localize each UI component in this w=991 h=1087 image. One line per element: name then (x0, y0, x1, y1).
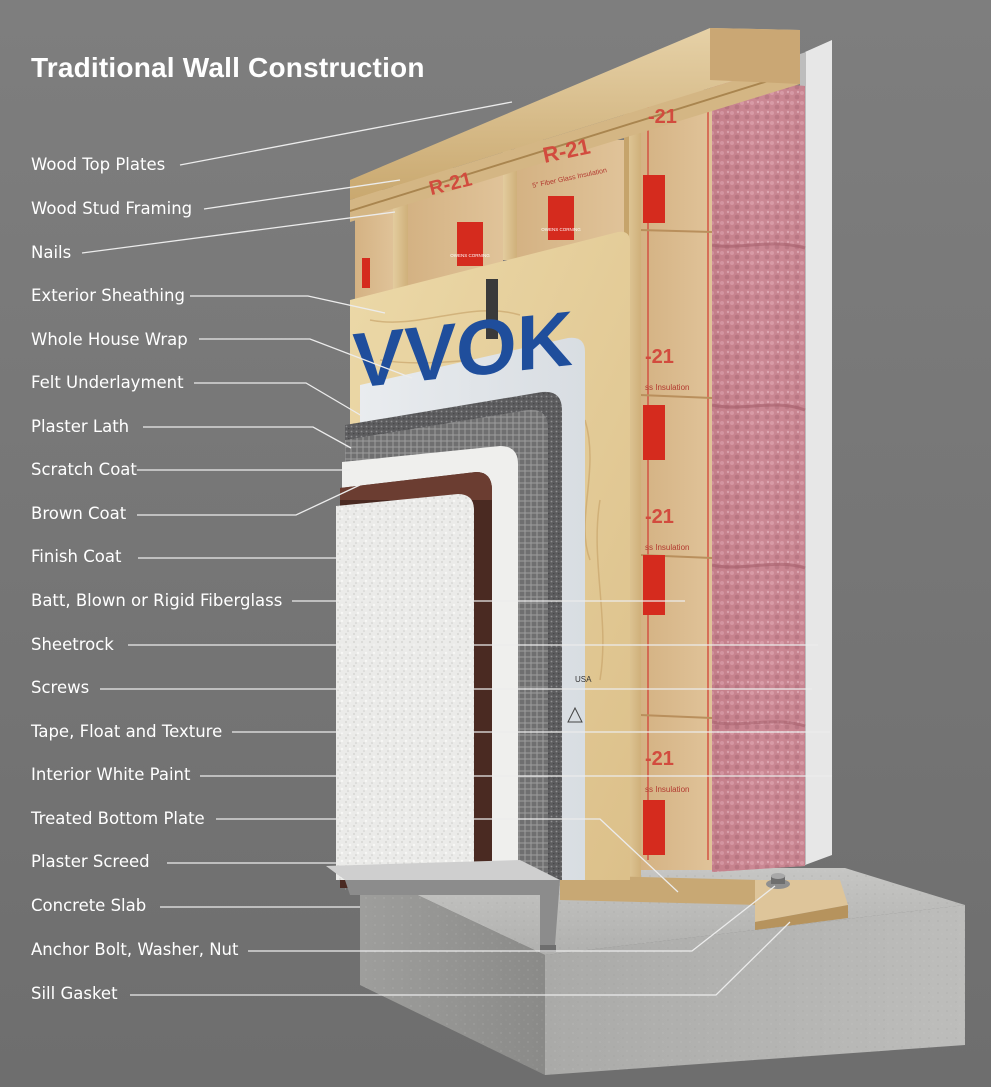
sheathing-stamp-text: USA (575, 675, 592, 684)
label-exterior-sheathing: Exterior Sheathing (31, 286, 185, 305)
owens-corning-logo (643, 175, 665, 223)
anchor-bolt (766, 873, 790, 889)
insulation-caption-text-1: ss Insulation (645, 383, 689, 392)
label-felt-underlayment: Felt Underlayment (31, 373, 184, 392)
sheathing-stamp-symbol (567, 706, 583, 723)
manufacturer-text: OWENS CORNING (541, 227, 581, 232)
label-fiberglass-insulation: Batt, Blown or Rigid Fiberglass (31, 591, 283, 610)
insulation-short-text-2: -21 (645, 346, 674, 368)
label-finish-coat: Finish Coat (31, 547, 122, 566)
leader-line-brown-coat (137, 484, 361, 516)
label-brown-coat: Brown Coat (31, 504, 127, 523)
label-concrete-slab: Concrete Slab (31, 896, 147, 915)
insulation-short-text-1: -21 (648, 106, 677, 128)
leader-lines (81, 101, 832, 996)
label-plaster-screed: Plaster Screed (31, 852, 150, 871)
leader-line-nails (81, 211, 396, 254)
manufacturer-logos: OWENS CORNING OWENS CORNING (362, 175, 665, 855)
insulation-caption-text-2: ss Insulation (645, 543, 689, 552)
label-interior-white-paint: Interior White Paint (31, 765, 191, 784)
insulation-printing: R-21 R-21 5" Fiber Glass Insulation -21 … (427, 106, 690, 794)
owens-corning-logo: OWENS CORNING (450, 222, 490, 266)
label-nails: Nails (31, 243, 72, 262)
label-plaster-lath: Plaster Lath (31, 417, 130, 436)
label-scratch-coat: Scratch Coat (31, 460, 137, 479)
wood-top-plates (350, 28, 800, 222)
plaster-screed (326, 860, 560, 952)
label-screws: Screws (31, 678, 90, 697)
label-tape-float-texture: Tape, Float and Texture (31, 722, 223, 741)
label-sill-gasket: Sill Gasket (31, 984, 118, 1003)
label-whole-house-wrap: Whole House Wrap (31, 330, 188, 349)
label-anchor-bolt-washer-nut: Anchor Bolt, Washer, Nut (31, 940, 239, 959)
leader-line-plaster-lath (143, 426, 352, 449)
leader-line-bottom-plate (216, 818, 679, 893)
label-wood-top-plates: Wood Top Plates (31, 155, 166, 174)
leader-line-top-plates (179, 101, 513, 166)
fiberglass-insulation-side (711, 78, 806, 872)
insulation-short-text-3: -21 (645, 506, 674, 528)
leader-line-sill-gasket (130, 921, 791, 996)
insulation-caption-text-3: ss Insulation (645, 785, 689, 794)
finish-coat (336, 494, 474, 880)
label-treated-bottom-plate: Treated Bottom Plate (31, 809, 205, 828)
diagram-title: Traditional Wall Construction (31, 52, 425, 83)
manufacturer-text: OWENS CORNING (450, 253, 490, 258)
treated-bottom-plate (560, 875, 848, 930)
owens-corning-logo (643, 800, 665, 855)
owens-corning-logo (643, 555, 665, 615)
sheetrock-edge (805, 40, 832, 865)
leader-line-sheathing (190, 295, 386, 314)
leader-line-felt (194, 382, 363, 417)
insulation-short-text-4: -21 (645, 748, 674, 770)
owens-corning-logo: OWENS CORNING (541, 196, 581, 240)
leader-line-anchor-bolt (248, 885, 776, 952)
label-sheetrock: Sheetrock (31, 635, 114, 654)
leader-line-stud-framing (203, 179, 401, 210)
owens-corning-logo (643, 405, 665, 460)
leader-line-house-wrap (199, 338, 413, 379)
label-wood-stud-framing: Wood Stud Framing (31, 199, 193, 218)
